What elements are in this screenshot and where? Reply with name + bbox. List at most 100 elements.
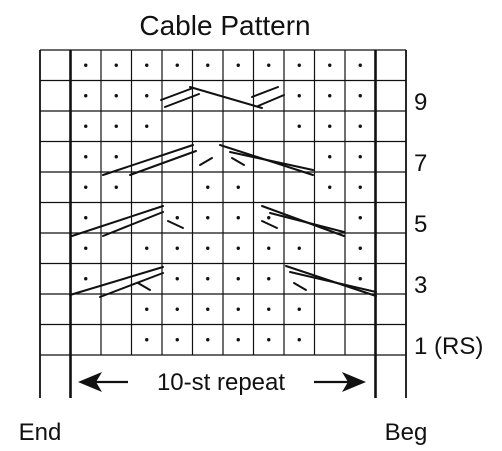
right-arrow-icon <box>342 372 366 392</box>
purl-dot <box>267 307 271 311</box>
cable-line-17 <box>69 266 164 296</box>
purl-dot <box>145 124 149 128</box>
end-label: End <box>19 419 62 446</box>
purl-dot <box>297 124 301 128</box>
purl-dot <box>328 94 332 98</box>
row-label-1: 1 (RS) <box>414 333 483 360</box>
purl-dot <box>175 338 179 342</box>
purl-dot <box>297 246 301 250</box>
row-label-5: 5 <box>414 211 427 238</box>
beg-label: Beg <box>385 419 428 446</box>
purl-dot <box>236 246 240 250</box>
purl-dot <box>84 277 88 281</box>
purl-dot <box>175 63 179 67</box>
purl-dot <box>267 246 271 250</box>
cable-line-6 <box>129 150 197 176</box>
purl-dot <box>84 216 88 220</box>
purl-dot <box>175 277 179 281</box>
purl-dot <box>267 216 271 220</box>
purl-dot <box>84 94 88 98</box>
row-label-9: 9 <box>414 89 427 116</box>
purl-dot <box>145 307 149 311</box>
row-label-7: 7 <box>414 150 427 177</box>
purl-dot <box>84 63 88 67</box>
purl-dot <box>84 246 88 250</box>
purl-dot <box>328 63 332 67</box>
cable-line-5 <box>102 144 194 176</box>
purl-dot <box>206 246 210 250</box>
purl-dot <box>114 124 118 128</box>
purl-dot <box>358 216 362 220</box>
purl-dot <box>175 216 179 220</box>
chart-grid <box>39 49 407 398</box>
purl-dot <box>297 338 301 342</box>
purl-dot <box>358 185 362 189</box>
purl-dot <box>358 277 362 281</box>
repeat-indicator: 10-st repeat <box>78 369 366 396</box>
cable-line-1 <box>164 93 200 108</box>
cable-line-2 <box>189 86 263 109</box>
cable-line-16 <box>261 220 278 229</box>
purl-dot <box>114 63 118 67</box>
purl-dot <box>297 63 301 67</box>
purl-dot <box>297 94 301 98</box>
purl-dot <box>145 63 149 67</box>
cable-line-12 <box>102 211 164 237</box>
purl-dot <box>236 216 240 220</box>
purl-dot <box>206 338 210 342</box>
cable-line-14 <box>269 212 345 233</box>
purl-dot <box>358 94 362 98</box>
row-label-3: 3 <box>414 272 427 299</box>
purl-dot <box>175 307 179 311</box>
purl-dot <box>114 155 118 159</box>
cable-line-20 <box>289 271 377 293</box>
purl-dot <box>358 124 362 128</box>
cable-line-22 <box>293 282 307 291</box>
purl-dots <box>84 63 362 342</box>
purl-dot <box>267 338 271 342</box>
purl-dot <box>328 124 332 128</box>
purl-dot <box>145 94 149 98</box>
purl-dot <box>114 94 118 98</box>
cable-line-3 <box>251 86 279 98</box>
purl-dot <box>358 63 362 67</box>
purl-dot <box>358 155 362 159</box>
cable-crosses <box>69 86 377 298</box>
purl-dot <box>206 216 210 220</box>
cable-line-4 <box>257 94 285 107</box>
purl-dot <box>84 185 88 189</box>
cable-line-8 <box>229 151 314 171</box>
purl-dot <box>206 185 210 189</box>
cable-line-11 <box>71 205 164 237</box>
purl-dot <box>236 185 240 189</box>
purl-dot <box>206 307 210 311</box>
purl-dot <box>236 63 240 67</box>
repeat-label: 10-st repeat <box>157 369 285 396</box>
purl-dot <box>358 246 362 250</box>
purl-dot <box>145 246 149 250</box>
left-arrow-icon <box>78 372 102 392</box>
purl-dot <box>236 277 240 281</box>
purl-dot <box>84 155 88 159</box>
purl-dot <box>145 338 149 342</box>
purl-dot <box>236 338 240 342</box>
purl-dot <box>328 185 332 189</box>
cable-line-10 <box>231 157 245 166</box>
purl-dot <box>84 124 88 128</box>
purl-dot <box>175 246 179 250</box>
purl-dot <box>297 307 301 311</box>
purl-dot <box>328 155 332 159</box>
chart-title: Cable Pattern <box>139 10 310 41</box>
purl-dot <box>267 277 271 281</box>
cable-line-21 <box>137 282 151 291</box>
purl-dot <box>114 185 118 189</box>
cable-line-15 <box>167 220 184 229</box>
purl-dot <box>267 63 271 67</box>
cable-line-9 <box>199 157 213 166</box>
purl-dot <box>206 63 210 67</box>
cable-line-18 <box>99 272 164 298</box>
purl-dot <box>206 277 210 281</box>
purl-dot <box>236 307 240 311</box>
